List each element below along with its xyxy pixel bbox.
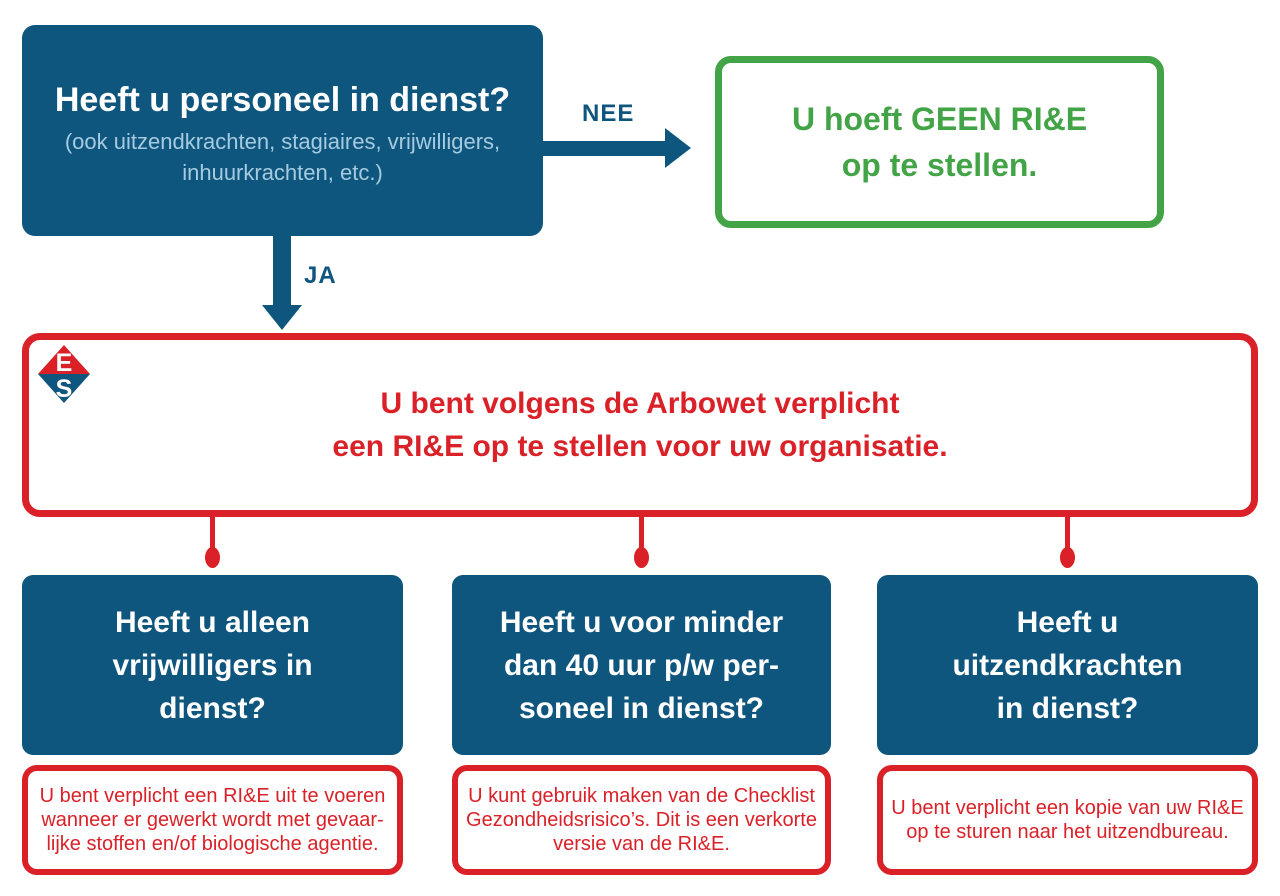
connector-line: [210, 514, 215, 550]
branch-question-text: Heeft u voor minder dan 40 uur p/w per- …: [499, 605, 784, 725]
es-diamond-logo-icon: E S: [38, 345, 90, 403]
no-rie-result-box: U hoeft GEEN RI&E op te stellen.: [715, 56, 1164, 228]
branch-question-text: Heeft u uitzendkrachten in dienst?: [952, 605, 1183, 725]
obligation-box: E S U bent volgens de Arbowet verplicht …: [22, 333, 1258, 517]
branch-question-box-vrijwilligers: Heeft u alleen vrijwilligers in dienst?: [22, 575, 403, 755]
no-rie-result-text: U hoeft GEEN RI&E op te stellen.: [791, 101, 1088, 183]
arrow-down-icon: [262, 305, 302, 330]
connector-dot: [205, 547, 220, 568]
connector-dot: [1060, 547, 1075, 568]
start-question-box: Heeft u personeel in dienst? (ook uitzen…: [22, 25, 543, 236]
logo-letter-e: E: [56, 349, 73, 377]
start-question-subtitle-line: inhuurkrachten, etc.): [182, 159, 383, 185]
arrow-right-icon: [665, 128, 691, 168]
branch-answer-box-40-uur: U kunt gebruik maken van de Checklist Ge…: [452, 765, 831, 875]
connector-line: [1065, 514, 1070, 550]
start-question-subtitle-line: (ook uitzendkrachten, stagiaires, vrijwi…: [64, 128, 501, 154]
branch-question-text: Heeft u alleen vrijwilligers in dienst?: [112, 605, 313, 725]
branch-answer-box-uitzendkrachten: U bent verplicht een kopie van uw RI&E o…: [877, 765, 1258, 875]
branch-answer-text: U bent verplicht een kopie van uw RI&E o…: [891, 797, 1244, 843]
branch-answer-box-vrijwilligers: U bent verplicht een RI&E uit te voeren …: [22, 765, 403, 875]
branch-question-box-uitzendkrachten: Heeft u uitzendkrachten in dienst?: [877, 575, 1258, 755]
edge-label-ja: JA: [304, 262, 337, 289]
connector-dot: [634, 547, 649, 568]
start-question-title: Heeft u personeel in dienst?: [54, 80, 511, 119]
connector-line: [639, 514, 644, 550]
branch-answer-text: U kunt gebruik maken van de Checklist Ge…: [466, 785, 817, 855]
arrow-right-shaft: [543, 141, 667, 156]
arrow-down-shaft: [273, 236, 291, 306]
obligation-text: U bent volgens de Arbowet verplicht een …: [332, 387, 948, 463]
edge-label-nee: NEE: [582, 100, 635, 127]
logo-letter-s: S: [56, 375, 73, 403]
branch-answer-text: U bent verplicht een RI&E uit te voeren …: [39, 785, 386, 855]
branch-question-box-40-uur: Heeft u voor minder dan 40 uur p/w per- …: [452, 575, 831, 755]
